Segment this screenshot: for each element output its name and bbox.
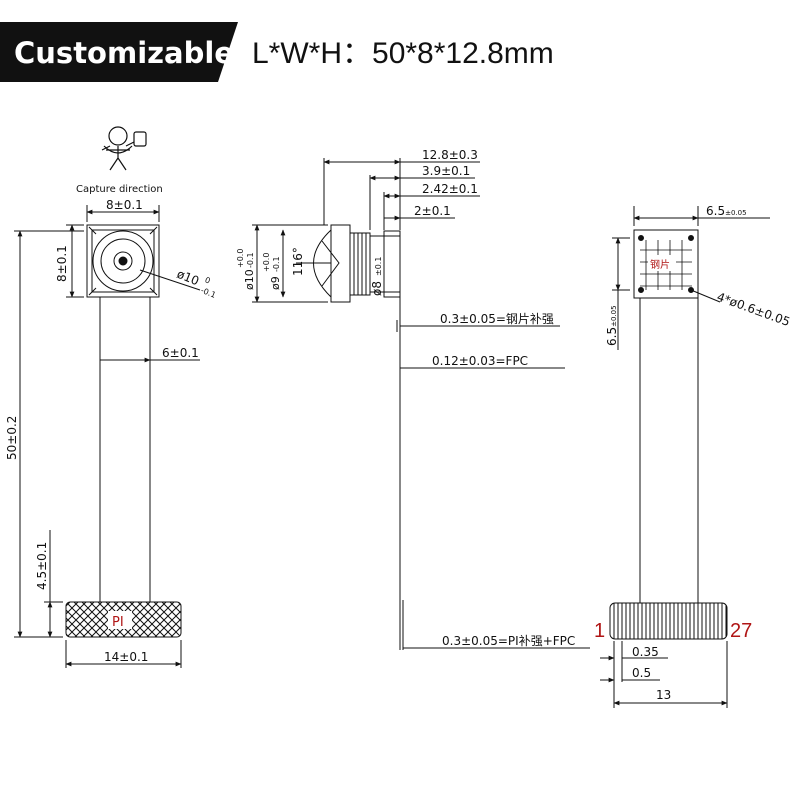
svg-text:+0.0: +0.0: [262, 253, 271, 272]
pin-last-label: 27: [730, 620, 752, 642]
svg-text:-0.1: -0.1: [199, 286, 217, 300]
back-connector-width-dim: 13: [656, 688, 671, 702]
svg-text:0: 0: [203, 275, 211, 285]
capture-direction-label: Capture direction: [76, 184, 163, 195]
person-icon: [101, 126, 147, 171]
dimensions-title: L*W*H：50*8*12.8mm: [252, 37, 554, 70]
mount-hole: [688, 235, 694, 241]
front-width-dim: 8±0.1: [106, 198, 143, 212]
mount-hole: [638, 235, 644, 241]
side-dim-b: 2.42±0.1: [422, 182, 478, 196]
plate-height-dim: 6.5±0.05: [605, 305, 619, 346]
plate-width-dim: 6.5±0.05: [706, 204, 747, 218]
svg-text:+0.0: +0.0: [236, 249, 245, 268]
pin-first-label: 1: [594, 620, 605, 642]
side-fov: 116°: [291, 247, 305, 276]
pin-width-dim: 0.5: [632, 666, 651, 680]
front-lens: [113, 251, 133, 271]
mount-hole: [638, 287, 644, 293]
side-threaded-barrel: [349, 232, 371, 296]
side-dim-c: 2±0.1: [414, 204, 451, 218]
back-view: 钢片 1 27 6.5±0.05 6.5±0.05 4*ø0.6±0.05 0.…: [594, 204, 792, 708]
pin-pitch-dim: 0.35: [632, 645, 659, 659]
header: Customizable L*W*H：50*8*12.8mm: [0, 22, 554, 82]
stiffener-note: 0.3±0.05=钢片补强: [440, 312, 554, 326]
front-view: PI 8±0.1 8±0.1 ø10 0 -0.1 6±0.1 50±0.2 4…: [5, 198, 217, 668]
front-lens-dim: ø10 0 -0.1: [175, 267, 217, 300]
side-view: 12.8±0.3 3.9±0.1 2.42±0.1 2±0.1 ø10 +0.0…: [236, 148, 590, 650]
side-outer-dia: ø10: [243, 269, 256, 290]
side-dim-total: 12.8±0.3: [422, 148, 478, 162]
side-inner-dia: ø9: [269, 276, 282, 290]
badge-label: Customizable: [14, 36, 234, 70]
connector-width-dim: 14±0.1: [104, 650, 148, 664]
fpc-width-dim: 6±0.1: [162, 346, 199, 360]
fpc-thickness-note: 0.12±0.03=FPC: [432, 354, 528, 368]
svg-text:ø10: ø10: [175, 267, 201, 288]
svg-text:-0.1: -0.1: [272, 256, 281, 272]
front-height-dim: 8±0.1: [55, 245, 69, 282]
connector-label-pi: PI: [112, 615, 124, 630]
hole-dim: 4*ø0.6±0.05: [715, 290, 792, 329]
capture-direction: Capture direction: [76, 126, 163, 195]
total-length-dim: 50±0.2: [5, 416, 19, 460]
badge-background: [0, 22, 238, 82]
side-dim-a: 3.9±0.1: [422, 164, 470, 178]
front-fpc-strip: [99, 296, 151, 603]
side-lens-holder: [330, 224, 351, 303]
svg-text:-0.1: -0.1: [246, 252, 255, 268]
side-top-dims: 12.8±0.3 3.9±0.1 2.42±0.1 2±0.1: [323, 148, 480, 230]
connector-height-dim: 4.5±0.1: [35, 542, 49, 590]
side-barrel-dia: ø8: [370, 281, 384, 296]
pi-stiffener-note: 0.3±0.05=PI补强+FPC: [442, 634, 575, 648]
back-fpc-strip: [639, 297, 699, 604]
side-diameter-dims: ø10 +0.0 -0.1 ø9 +0.0 -0.1 116° ø8 ±0.1: [236, 224, 384, 303]
svg-text:±0.1: ±0.1: [374, 257, 383, 276]
back-connector: [609, 602, 728, 640]
plate-label: 钢片: [650, 258, 670, 271]
